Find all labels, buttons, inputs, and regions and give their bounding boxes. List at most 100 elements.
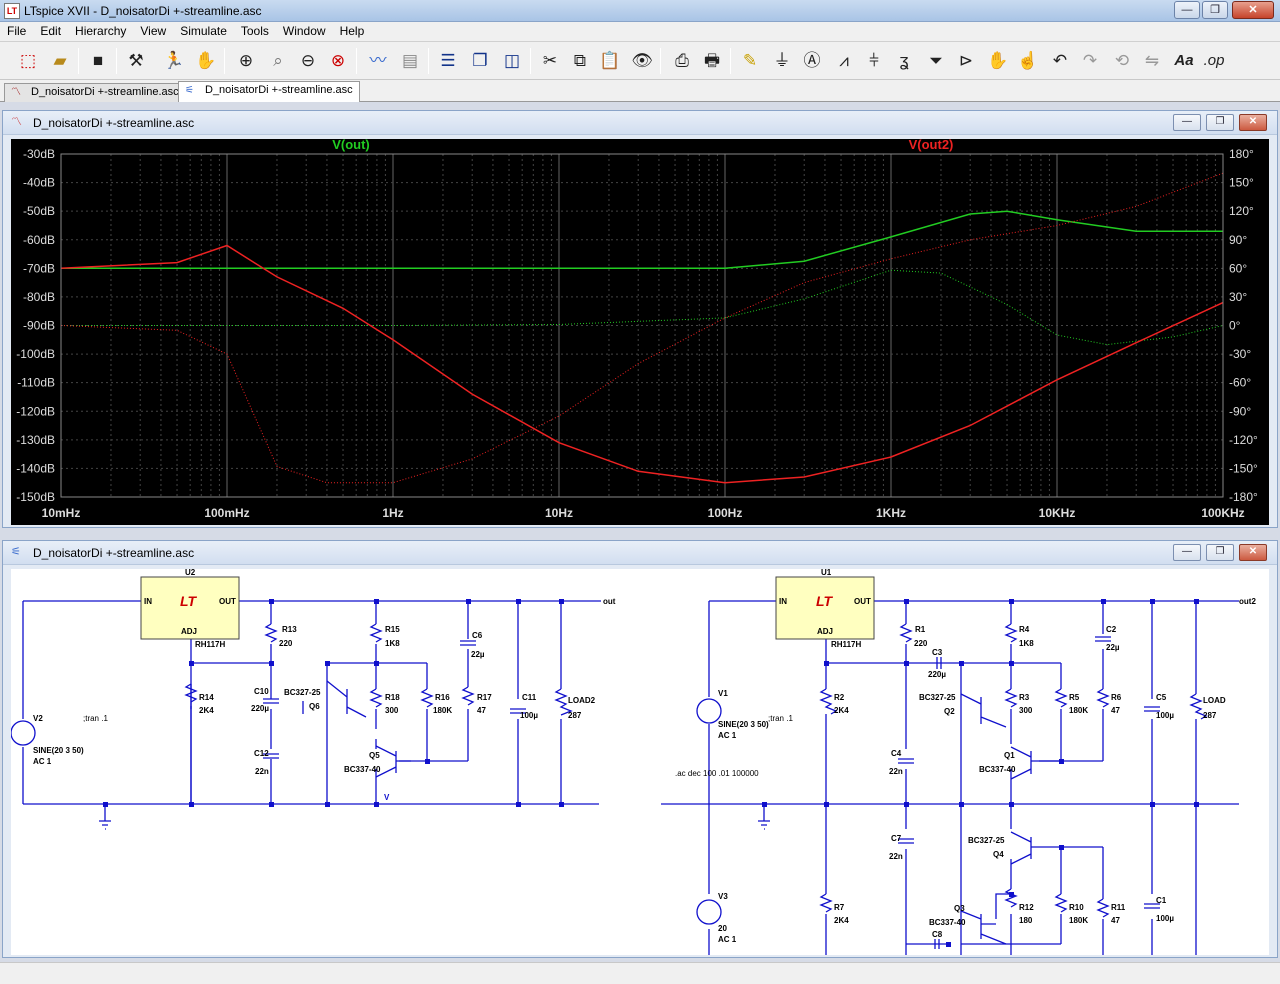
toolbar-separator <box>530 48 531 74</box>
save-icon[interactable]: ■ <box>92 51 104 70</box>
u1-regulator-block[interactable] <box>775 576 875 640</box>
open-icon[interactable]: ▰ <box>53 51 67 70</box>
diode-icon[interactable]: ⏷ <box>929 51 943 70</box>
resistor-symbol <box>819 893 833 913</box>
find-icon[interactable]: 👁 <box>631 51 653 70</box>
q2-model: BC327-25 <box>919 693 956 702</box>
u1-pin-in: IN <box>779 597 787 606</box>
zoom-out-icon[interactable]: ⊖ <box>300 51 316 70</box>
zoom-in-icon[interactable]: ⊕ <box>238 51 254 70</box>
redo-icon[interactable]: ↷ <box>1082 51 1098 70</box>
r12-val: 180 <box>1019 916 1033 925</box>
resistor-icon[interactable]: ⩘ <box>839 51 849 70</box>
menu-simulate[interactable]: Simulate <box>180 24 227 38</box>
voltage-source-symbol <box>696 899 722 925</box>
zoom-fit-icon[interactable]: ⊗ <box>330 51 346 70</box>
print-setup-icon[interactable]: 🖶 <box>703 51 721 70</box>
tab-plot[interactable]: 〽 D_noisatorDi +-streamline.asc <box>4 83 186 102</box>
zoom-area-icon[interactable]: ⌕ <box>273 51 283 70</box>
ground-icon[interactable]: ⏚ <box>773 51 791 70</box>
x-axis-tick-label: 100KHz <box>1201 506 1244 520</box>
tile-vertical-icon[interactable]: ◫ <box>503 51 521 70</box>
schematic-maximize-button[interactable]: ❐ <box>1206 544 1234 561</box>
q4-ref: Q4 <box>993 850 1004 859</box>
plot-maximize-button[interactable]: ❐ <box>1206 114 1234 131</box>
c8-ref: C8 <box>932 930 943 939</box>
waveform-plot[interactable]: -30dB-40dB-50dB-60dB-70dB-80dB-90dB-100d… <box>11 137 1269 525</box>
u2-regulator-block[interactable] <box>140 576 240 640</box>
menu-view[interactable]: View <box>140 24 167 38</box>
plot-minimize-button[interactable]: — <box>1173 114 1201 131</box>
r1-val: 220 <box>914 639 928 648</box>
menu-help[interactable]: Help <box>339 24 365 38</box>
control-panel-icon[interactable]: ⚒ <box>128 51 144 70</box>
new-schematic-icon[interactable]: ⬚ <box>19 51 37 70</box>
inductor-icon[interactable]: ʓ <box>899 51 909 70</box>
spice-directive-icon[interactable]: .op <box>1203 52 1225 69</box>
run-icon[interactable]: 🏃 <box>163 51 185 70</box>
u1-pin-adj: ADJ <box>817 627 833 636</box>
capacitor-icon[interactable]: ⫩ <box>869 51 879 70</box>
component-icon[interactable]: ⊳ <box>958 51 974 70</box>
out-net-label: out <box>603 597 616 606</box>
schematic-window-titlebar: ⚟ D_noisatorDi +-streamline.asc — ❐ ✕ <box>3 541 1277 565</box>
capacitor-symbol <box>1144 706 1160 712</box>
pnp-transistor-symbol <box>960 693 1007 728</box>
right-axis-tick-label: -120° <box>1229 433 1258 447</box>
tile-horizontal-icon[interactable]: ☰ <box>440 51 456 70</box>
right-circuit-wires <box>661 600 1239 955</box>
drag-icon[interactable]: ☝ <box>1017 51 1039 70</box>
menu-tools[interactable]: Tools <box>240 24 269 38</box>
minimize-button[interactable]: — <box>1174 1 1200 19</box>
left-junctions <box>103 599 564 807</box>
schematic-close-button[interactable]: ✕ <box>1239 544 1267 561</box>
cascade-icon[interactable]: ❐ <box>472 51 488 70</box>
pick-visible-icon[interactable]: ▤ <box>401 51 419 70</box>
plot-close-button[interactable]: ✕ <box>1239 114 1267 131</box>
x-axis-tick-label: 1Hz <box>382 506 403 520</box>
rotate-icon[interactable]: ⟲ <box>1114 51 1130 70</box>
c4-val: 22n <box>889 767 903 776</box>
trace-label-vout2[interactable]: V(out2) <box>909 137 954 152</box>
npn-transistor-symbol <box>960 910 1007 945</box>
resistor-symbol <box>1096 688 1110 708</box>
resistor-symbol <box>1054 688 1068 708</box>
r7-val: 2K4 <box>834 916 849 925</box>
r12-ref: R12 <box>1019 903 1034 912</box>
copy-icon[interactable]: ⧉ <box>573 51 587 70</box>
menu-file[interactable]: File <box>7 24 27 38</box>
schematic-window: ⚟ D_noisatorDi +-streamline.asc — ❐ ✕ <box>2 540 1278 958</box>
tab-schematic[interactable]: ⚟ D_noisatorDi +-streamline.asc <box>178 81 360 102</box>
r7-ref: R7 <box>834 903 845 912</box>
menu-window[interactable]: Window <box>282 24 326 38</box>
menu-edit[interactable]: Edit <box>40 24 62 38</box>
cut-icon[interactable]: ✂ <box>542 51 558 70</box>
voltage-source-symbol <box>696 698 722 724</box>
halt-icon[interactable]: ✋ <box>195 51 217 70</box>
undo-icon[interactable]: ↶ <box>1052 51 1068 70</box>
c1-val: 100µ <box>1156 914 1174 923</box>
ground-symbol <box>99 820 111 830</box>
r15-ref: R15 <box>385 625 400 634</box>
trace-label-vout[interactable]: V(out) <box>332 137 370 152</box>
label-net-icon[interactable]: Ⓐ <box>803 51 821 70</box>
maximize-button[interactable]: ❐ <box>1202 1 1228 19</box>
paste-icon[interactable]: 📋 <box>599 51 621 70</box>
print-icon[interactable]: ⎙ <box>675 51 689 70</box>
ltspice-app-icon[interactable]: LT <box>4 3 20 19</box>
text-icon[interactable]: Aa <box>1174 52 1194 69</box>
status-bar <box>0 962 1280 984</box>
autorange-icon[interactable]: 〰 <box>369 51 387 70</box>
schematic-minimize-button[interactable]: — <box>1173 544 1201 561</box>
draw-wire-icon[interactable]: ✎ <box>742 51 758 70</box>
left-axis-tick-label: -150dB <box>16 490 55 504</box>
mirror-icon[interactable]: ⇋ <box>1144 51 1160 70</box>
schematic-canvas[interactable]: LT IN OUT ADJ U2 RH117H out V2 SINE(20 3… <box>11 569 1269 955</box>
load-ref: LOAD <box>1203 696 1226 705</box>
capacitor-symbol <box>898 838 914 844</box>
move-icon[interactable]: ✋ <box>987 51 1009 70</box>
close-button[interactable]: ✕ <box>1232 1 1274 19</box>
left-components <box>11 623 573 830</box>
v2-value: SINE(20 3 50) <box>33 746 84 755</box>
menu-hierarchy[interactable]: Hierarchy <box>75 24 127 38</box>
